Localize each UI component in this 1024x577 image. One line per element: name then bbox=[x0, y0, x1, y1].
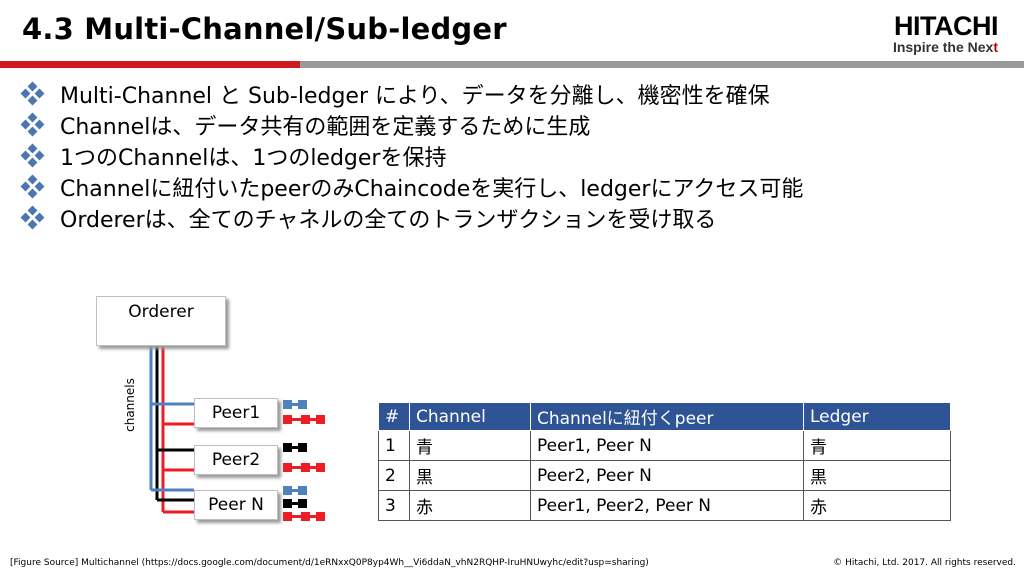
peern-box: Peer N bbox=[194, 490, 278, 520]
peer1-blue-ledger-icon bbox=[283, 400, 307, 409]
column-header: Channelに紐付くpeer bbox=[530, 402, 804, 431]
table-cell: 青 bbox=[803, 430, 951, 461]
bullet-item: Multi-Channel と Sub-ledger により、データを分離し、機… bbox=[20, 78, 803, 109]
table-cell: Peer1, Peer2, Peer N bbox=[530, 490, 804, 521]
bullet-item: Ordererは、全てのチャネルの全てのトランザクションを受け取る bbox=[20, 202, 803, 233]
column-header: Ledger bbox=[803, 402, 951, 431]
table-cell: 1 bbox=[378, 430, 410, 461]
bullet-list: Multi-Channel と Sub-ledger により、データを分離し、機… bbox=[20, 78, 804, 233]
bullet-text: Ordererは、全てのチャネルの全てのトランザクションを受け取る bbox=[60, 207, 717, 233]
bullet-item: Channelは、データ共有の範囲を定義するために生成 bbox=[20, 109, 803, 140]
logo-wordmark: HITACHI bbox=[894, 11, 999, 41]
table-cell: 赤 bbox=[803, 490, 951, 521]
slide-title: 4.3 Multi-Channel/Sub-ledger bbox=[22, 12, 507, 46]
table-cell: 2 bbox=[378, 460, 410, 491]
bullet-text: Channelに紐付いたpeerのみChaincodeを実行し、ledgerにア… bbox=[60, 176, 804, 202]
figure-source-note: [Figure Source] Multichannel (https://do… bbox=[10, 558, 649, 568]
table-cell: 赤 bbox=[409, 490, 531, 521]
table-row: 1 青 Peer1, Peer N 青 bbox=[378, 430, 951, 461]
table-row: 2 黒 Peer2, Peer N 黒 bbox=[378, 460, 951, 491]
copyright-notice: © Hitachi, Ltd. 2017. All rights reserve… bbox=[833, 558, 1016, 568]
peer1-red-ledger-icon bbox=[283, 415, 325, 424]
bullet-item: 1つのChannelは、1つのledgerを保持 bbox=[20, 140, 803, 171]
table-cell: Peer1, Peer N bbox=[530, 430, 804, 461]
bullet-text: Channelは、データ共有の範囲を定義するために生成 bbox=[60, 114, 591, 140]
channels-label: channels bbox=[123, 378, 137, 432]
logo-tagline: Inspire the Next bbox=[893, 39, 998, 55]
table-cell: 黒 bbox=[409, 460, 531, 491]
table-cell: 青 bbox=[409, 430, 531, 461]
table-cell: Peer2, Peer N bbox=[530, 460, 804, 491]
peer2-red-ledger-icon bbox=[283, 463, 325, 472]
logo-tagline-prefix: Inspire the Nex bbox=[892, 39, 994, 55]
bullet-item: Channelに紐付いたpeerのみChaincodeを実行し、ledgerにア… bbox=[20, 171, 804, 202]
bullet-text: 1つのChannelは、1つのledgerを保持 bbox=[60, 145, 447, 171]
logo-tagline-suffix: t bbox=[993, 39, 998, 55]
hitachi-logo: HITACHI Inspire the Next bbox=[893, 11, 999, 56]
channel-table: # Channel Channelに紐付くpeer Ledger 1 青 Pee… bbox=[378, 402, 951, 521]
peer2-box: Peer2 bbox=[194, 445, 278, 475]
header-divider-accent bbox=[0, 61, 300, 68]
peer1-box: Peer1 bbox=[194, 398, 278, 428]
orderer-box: Orderer bbox=[96, 296, 226, 346]
table-cell: 黒 bbox=[803, 460, 951, 491]
peer2-black-ledger-icon bbox=[283, 443, 307, 452]
column-header: Channel bbox=[409, 402, 531, 431]
table-header-row: # Channel Channelに紐付くpeer Ledger bbox=[378, 402, 951, 431]
peern-red-ledger-icon bbox=[283, 512, 325, 521]
table-row: 3 赤 Peer1, Peer2, Peer N 赤 bbox=[378, 490, 951, 521]
peern-blue-ledger-icon bbox=[283, 486, 307, 495]
peern-black-ledger-icon bbox=[283, 499, 307, 508]
bullet-text: Multi-Channel と Sub-ledger により、データを分離し、機… bbox=[60, 83, 770, 109]
table-cell: 3 bbox=[378, 490, 410, 521]
header-divider bbox=[0, 61, 1024, 68]
column-header: # bbox=[378, 402, 410, 431]
